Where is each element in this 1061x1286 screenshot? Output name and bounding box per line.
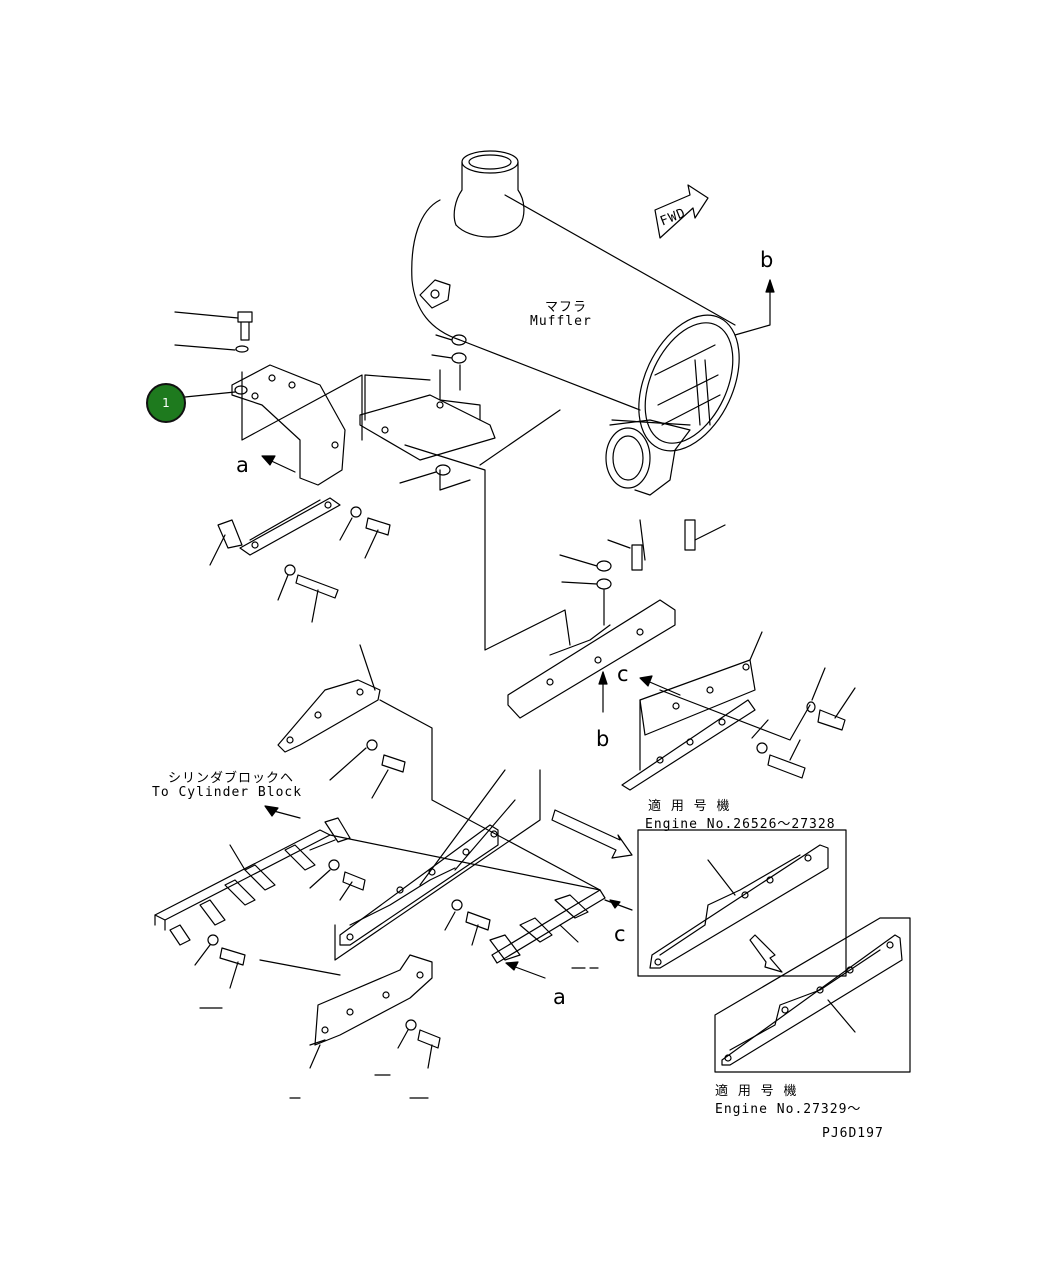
muffler	[411, 150, 775, 496]
part-callout-1[interactable]: 1	[146, 383, 186, 423]
muffler-mount-bracket	[359, 334, 571, 651]
small-rail	[489, 889, 633, 979]
applicability-label-1: 適 用 号 機	[648, 799, 731, 814]
support-rail	[507, 519, 726, 719]
to-cylinder-label-en: To Cylinder Block	[152, 785, 303, 800]
right-angle-bracket	[621, 631, 856, 791]
inset-box-2	[714, 917, 911, 1073]
muffler-label-en: Muffler	[530, 314, 592, 329]
inset-box-1	[551, 809, 847, 977]
view-letter-a-bottom: a	[553, 985, 566, 1009]
bottom-plate	[289, 954, 441, 1099]
view-letter-c-bottom: c	[614, 922, 626, 946]
muffler-label-jp: マフラ	[545, 300, 588, 315]
lower-frame-assembly	[154, 805, 601, 1009]
engine-range-2: Engine No.27329～	[715, 1102, 862, 1117]
front-bracket-assembly	[174, 311, 391, 623]
view-letter-b-top: b	[760, 248, 774, 272]
applicability-label-2: 適 用 号 機	[715, 1084, 798, 1099]
lower-left-plate	[277, 644, 601, 891]
reference-lines	[479, 409, 646, 561]
engine-range-1: Engine No.26526～27328	[645, 817, 836, 832]
to-cylinder-label-jp: シリンダブロックヘ	[168, 771, 295, 786]
view-letter-b-mid: b	[596, 727, 610, 751]
view-letter-c-mid: c	[617, 662, 629, 686]
drawing-code: PJ6D197	[822, 1126, 884, 1141]
view-letter-a-top: a	[236, 453, 249, 477]
center-rail	[334, 769, 541, 961]
